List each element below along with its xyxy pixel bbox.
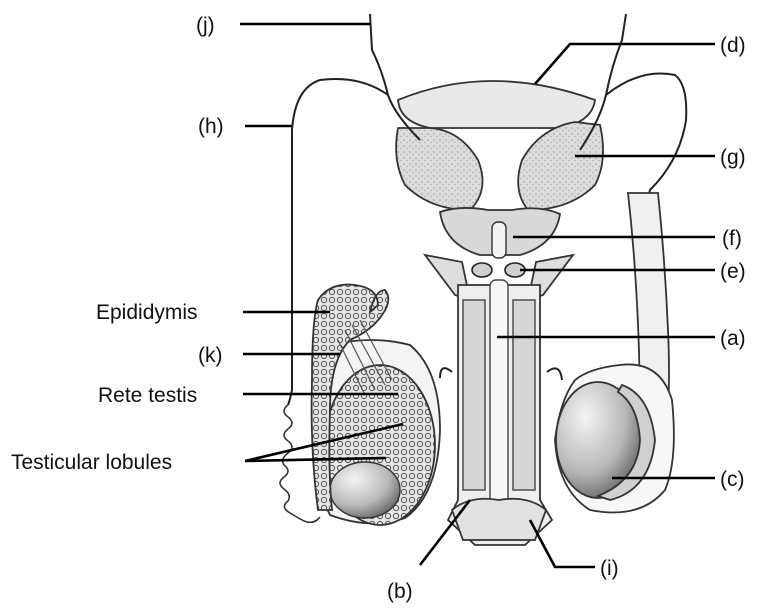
label-epididymis: Epididymis <box>96 301 198 324</box>
scrotum-curve-left <box>440 368 452 378</box>
label-a: (a) <box>720 327 746 350</box>
label-j: (j) <box>196 14 215 37</box>
label-testicular-lobules: Testicular lobules <box>11 451 172 474</box>
label-h: (h) <box>198 115 224 138</box>
leader-d <box>535 44 715 84</box>
corpus-cavernosum-left <box>463 300 485 490</box>
penile-urethra <box>490 280 508 530</box>
corpus-cavernosum-right <box>513 300 535 490</box>
ductus-deferens-right-loop <box>606 74 686 210</box>
label-i: (i) <box>600 557 619 580</box>
label-g: (g) <box>720 146 746 169</box>
scrotum-curve-right <box>547 368 562 380</box>
bulbourethral-gland-left <box>472 263 492 277</box>
label-k: (k) <box>198 344 223 367</box>
label-b: (b) <box>387 580 413 603</box>
label-c: (c) <box>720 468 745 491</box>
label-e: (e) <box>720 260 746 283</box>
label-d: (d) <box>720 34 746 57</box>
testis-left-lower <box>330 462 400 518</box>
label-f: (f) <box>722 227 742 250</box>
label-rete-testis: Rete testis <box>98 384 197 407</box>
urinary-bladder <box>398 81 595 128</box>
urethra-prostatic <box>492 222 506 258</box>
seminal-vesicle-left <box>396 128 482 210</box>
